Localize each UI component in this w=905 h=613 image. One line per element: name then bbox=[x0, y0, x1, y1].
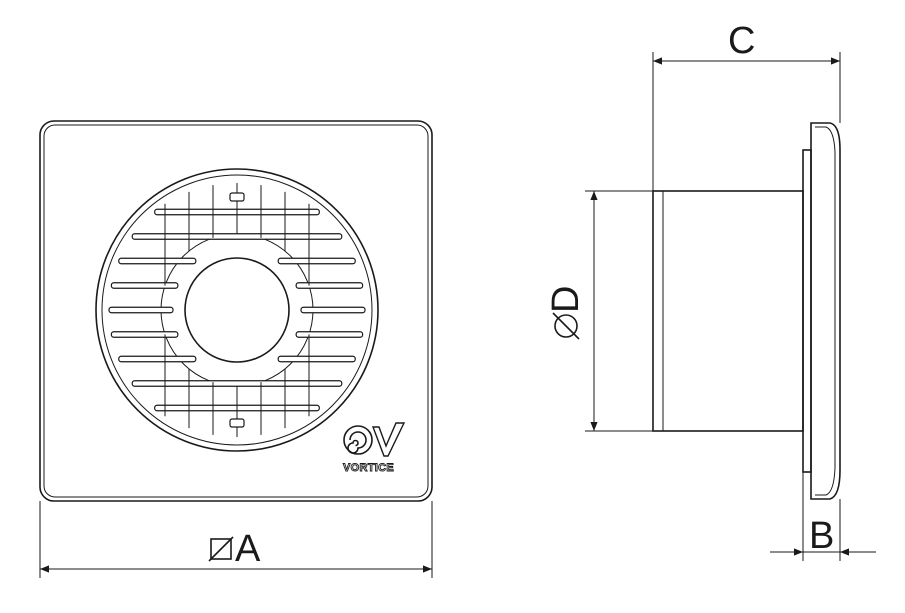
grille-bar bbox=[277, 257, 356, 265]
grille-bar bbox=[131, 233, 343, 240]
front-cover bbox=[810, 122, 841, 500]
grille-tab-bottom bbox=[229, 418, 245, 428]
logo-spiral-icon bbox=[343, 425, 373, 455]
grille-bar bbox=[277, 355, 356, 363]
center-hub bbox=[184, 257, 290, 363]
grille-outer-ring bbox=[95, 168, 379, 452]
grille-bar bbox=[131, 380, 343, 387]
duct-body bbox=[652, 190, 804, 432]
dim-d-label: D bbox=[545, 286, 587, 313]
front-cover-inner bbox=[815, 126, 836, 496]
vortice-logo: VORTICE bbox=[343, 422, 406, 474]
logo-brand-text: VORTICE bbox=[343, 462, 394, 474]
dim-c-label: C bbox=[728, 20, 755, 62]
diameter-symbol-a bbox=[208, 536, 234, 562]
grille-middle-ring bbox=[160, 233, 314, 387]
dimension-b: B bbox=[770, 472, 876, 561]
grille-bars bbox=[108, 183, 366, 437]
grille-bar bbox=[295, 282, 364, 289]
front-plate-inner bbox=[43, 124, 429, 498]
side-view bbox=[652, 122, 841, 500]
grille-bar bbox=[108, 306, 174, 314]
grille-bar bbox=[110, 282, 179, 289]
grille-bar bbox=[118, 355, 197, 363]
dim-b-label: B bbox=[809, 515, 834, 557]
grille-bar bbox=[110, 331, 179, 338]
front-plate-outer bbox=[39, 120, 433, 502]
grille-bar bbox=[300, 306, 366, 314]
grille-bar bbox=[295, 331, 364, 338]
dim-a-label: A bbox=[235, 528, 261, 570]
dimension-d: D bbox=[545, 190, 653, 432]
dimension-a: A bbox=[39, 501, 433, 578]
grille-bar bbox=[118, 257, 197, 265]
grille-tab-top bbox=[229, 192, 245, 202]
logo-spiral-inner bbox=[347, 431, 367, 454]
dimension-c: C bbox=[652, 20, 841, 191]
flange-plate bbox=[802, 149, 812, 473]
logo-v-icon bbox=[371, 422, 406, 457]
grille-inner-ring bbox=[101, 174, 373, 446]
front-view: VORTICE bbox=[39, 120, 433, 502]
diameter-symbol-d bbox=[552, 312, 580, 340]
